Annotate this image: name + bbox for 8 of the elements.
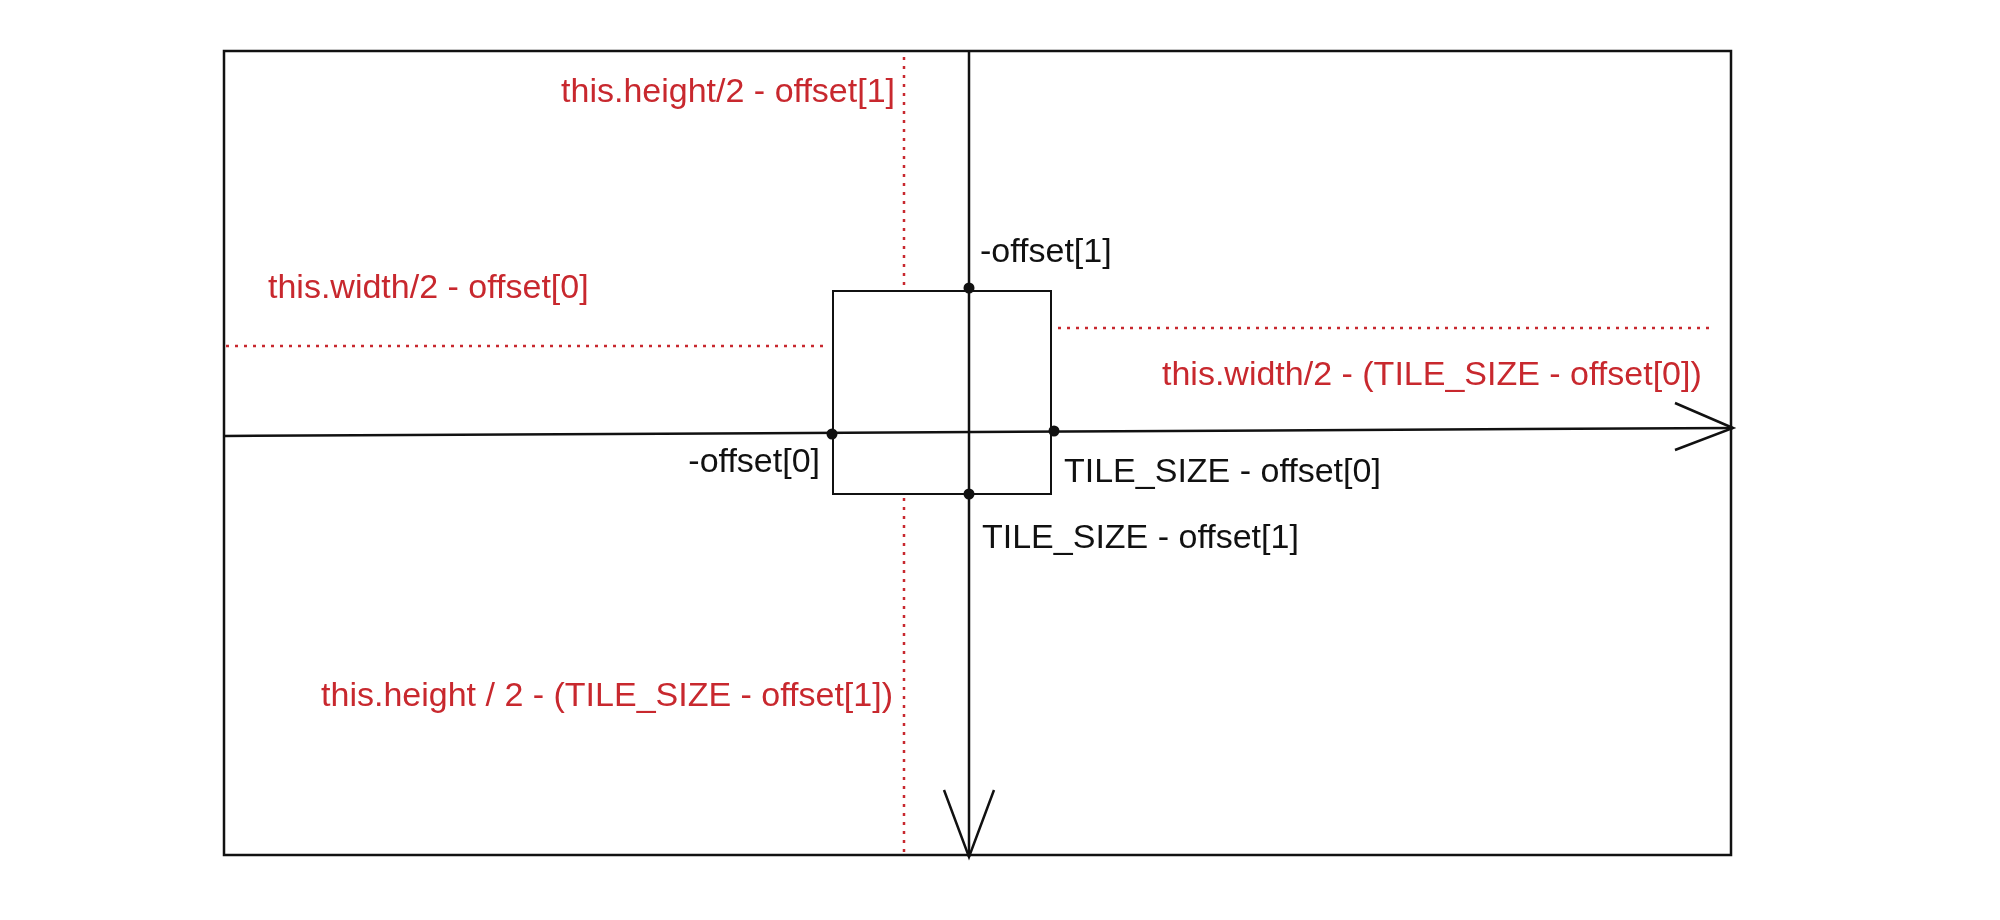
annotation-text: TILE_SIZE - offset[0]: [1063, 452, 1382, 490]
annotation-text: this.height / 2 - (TILE_SIZE - offset[1]): [320, 676, 894, 714]
annotation-text: TILE_SIZE - offset[1]: [981, 518, 1300, 556]
annotation-text: this.width/2 - offset[0]: [267, 268, 590, 306]
annotation-text: this.height/2 - offset[1]: [560, 72, 896, 110]
tile-box: [832, 290, 1052, 495]
annotation-text: -offset[0]: [687, 442, 821, 480]
annotation-text: -offset[1]: [979, 232, 1113, 270]
